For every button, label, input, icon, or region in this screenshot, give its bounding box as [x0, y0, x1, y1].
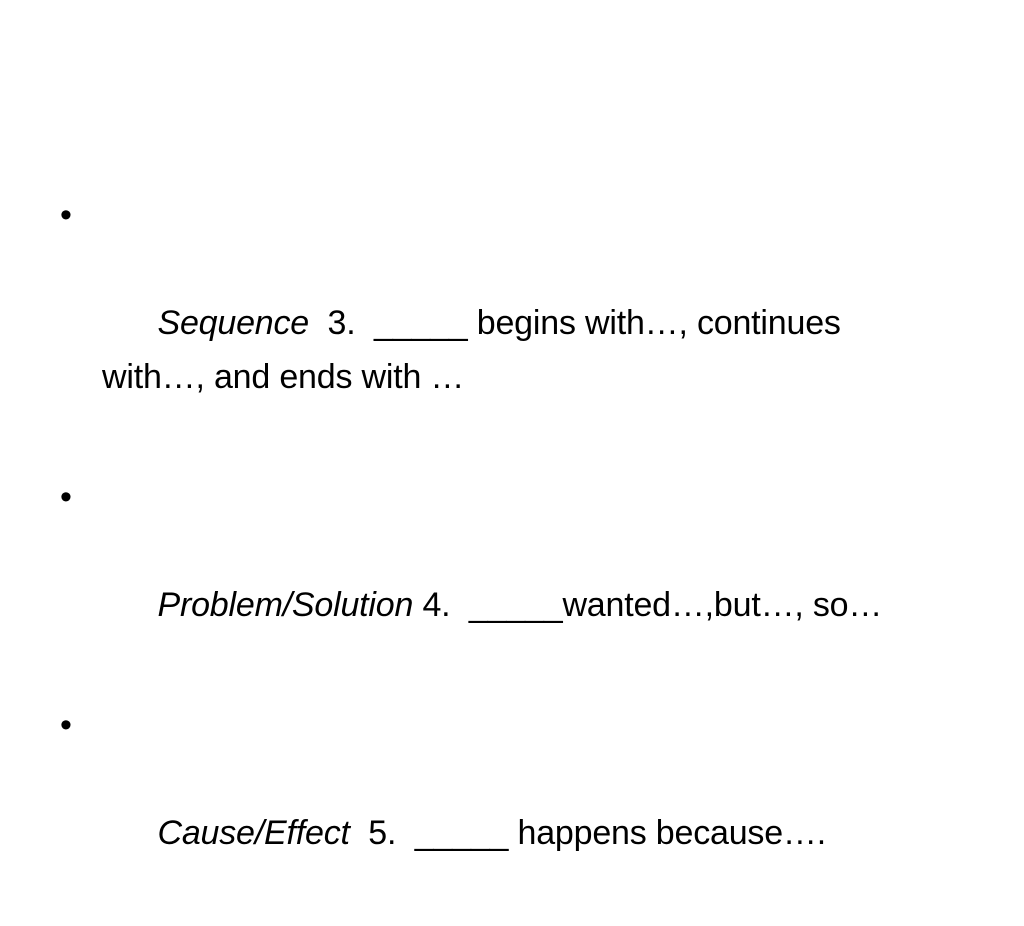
list-item-cause-effect: • Cause/Effect 5. _____ happens because……: [60, 698, 940, 914]
item-text-sequence: 3. _____ begins with…, continues with…, …: [102, 304, 850, 396]
item-text-cause-effect: 5. _____ happens because….: [349, 814, 826, 852]
term-problem-solution: Problem/Solution: [157, 586, 414, 624]
bullet-icon: •: [60, 706, 72, 744]
bullet-icon: •: [60, 478, 72, 516]
list-item-problem-solution: • Problem/Solution 4. _____wanted…,but…,…: [60, 470, 940, 686]
item-text-problem-solution: 4. _____wanted…,but…, so…: [413, 586, 883, 624]
list-item-sequence: • Sequence 3. _____ begins with…, contin…: [60, 188, 940, 458]
term-sequence: Sequence: [157, 304, 310, 342]
bullet-list: • Sequence 3. _____ begins with…, contin…: [60, 188, 940, 926]
slide: • Sequence 3. _____ begins with…, contin…: [60, 196, 883, 852]
bullet-icon: •: [60, 196, 72, 234]
term-cause-effect: Cause/Effect: [157, 814, 350, 852]
